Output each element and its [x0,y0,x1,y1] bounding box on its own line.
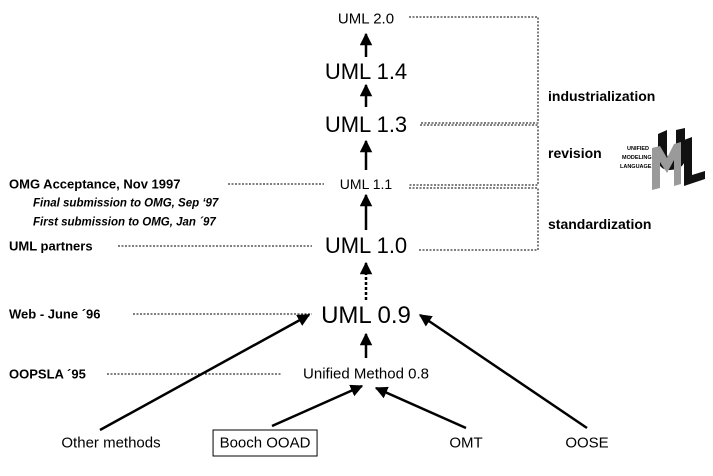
source-omt: OMT [449,434,483,452]
node-uml-1-1: UML 1.1 [337,176,395,192]
source-booch-ooad: Booch OOAD [212,429,318,457]
phase-revision: revision [548,145,602,161]
milestone-final-submission: Final submission to OMG, Sep ‘97 [33,197,219,210]
node-uml-0-9: UML 0.9 [319,302,413,329]
source-other-methods: Other methods [61,434,161,452]
phase-standardization: standardization [548,216,652,232]
logo-line-2: MODELING [622,155,652,161]
logo-letter-m [652,142,681,190]
bracket-standardization [409,187,539,251]
logo-line-3: LANGUAGE [620,164,652,170]
milestone-first-submission: First submission to OMG, Jan ´97 [33,216,216,229]
milestone-oopsla: OOPSLA ´95 [9,366,86,382]
logo-line-1: UNIFIED [627,146,649,152]
arrow-omt-to-0-8 [374,386,467,430]
node-uml-1-3: UML 1.3 [322,112,410,137]
node-uml-1-0: UML 1.0 [322,233,410,258]
uml-logo: UNIFIED MODELING LANGUAGE [620,128,705,190]
node-uml-2-0: UML 2.0 [335,10,397,28]
milestone-omg-acceptance: OMG Acceptance, Nov 1997 [9,176,181,192]
logo-letter-l [684,137,705,186]
source-oose: OOSE [565,434,609,452]
bracket-industrialization [409,16,539,124]
bracket-revision [409,124,539,186]
node-uml-1-4: UML 1.4 [322,59,410,84]
arrow-booch-to-0-8 [271,384,364,428]
node-unified-method-0-8: Unified Method 0.8 [301,365,431,383]
phase-industrialization: industrialization [548,88,656,104]
milestone-uml-partners: UML partners [9,238,93,254]
arrow-other-to-0-9 [99,313,311,432]
milestone-web: Web - June ´96 [9,306,101,322]
arrow-oose-to-0-9 [418,313,588,430]
